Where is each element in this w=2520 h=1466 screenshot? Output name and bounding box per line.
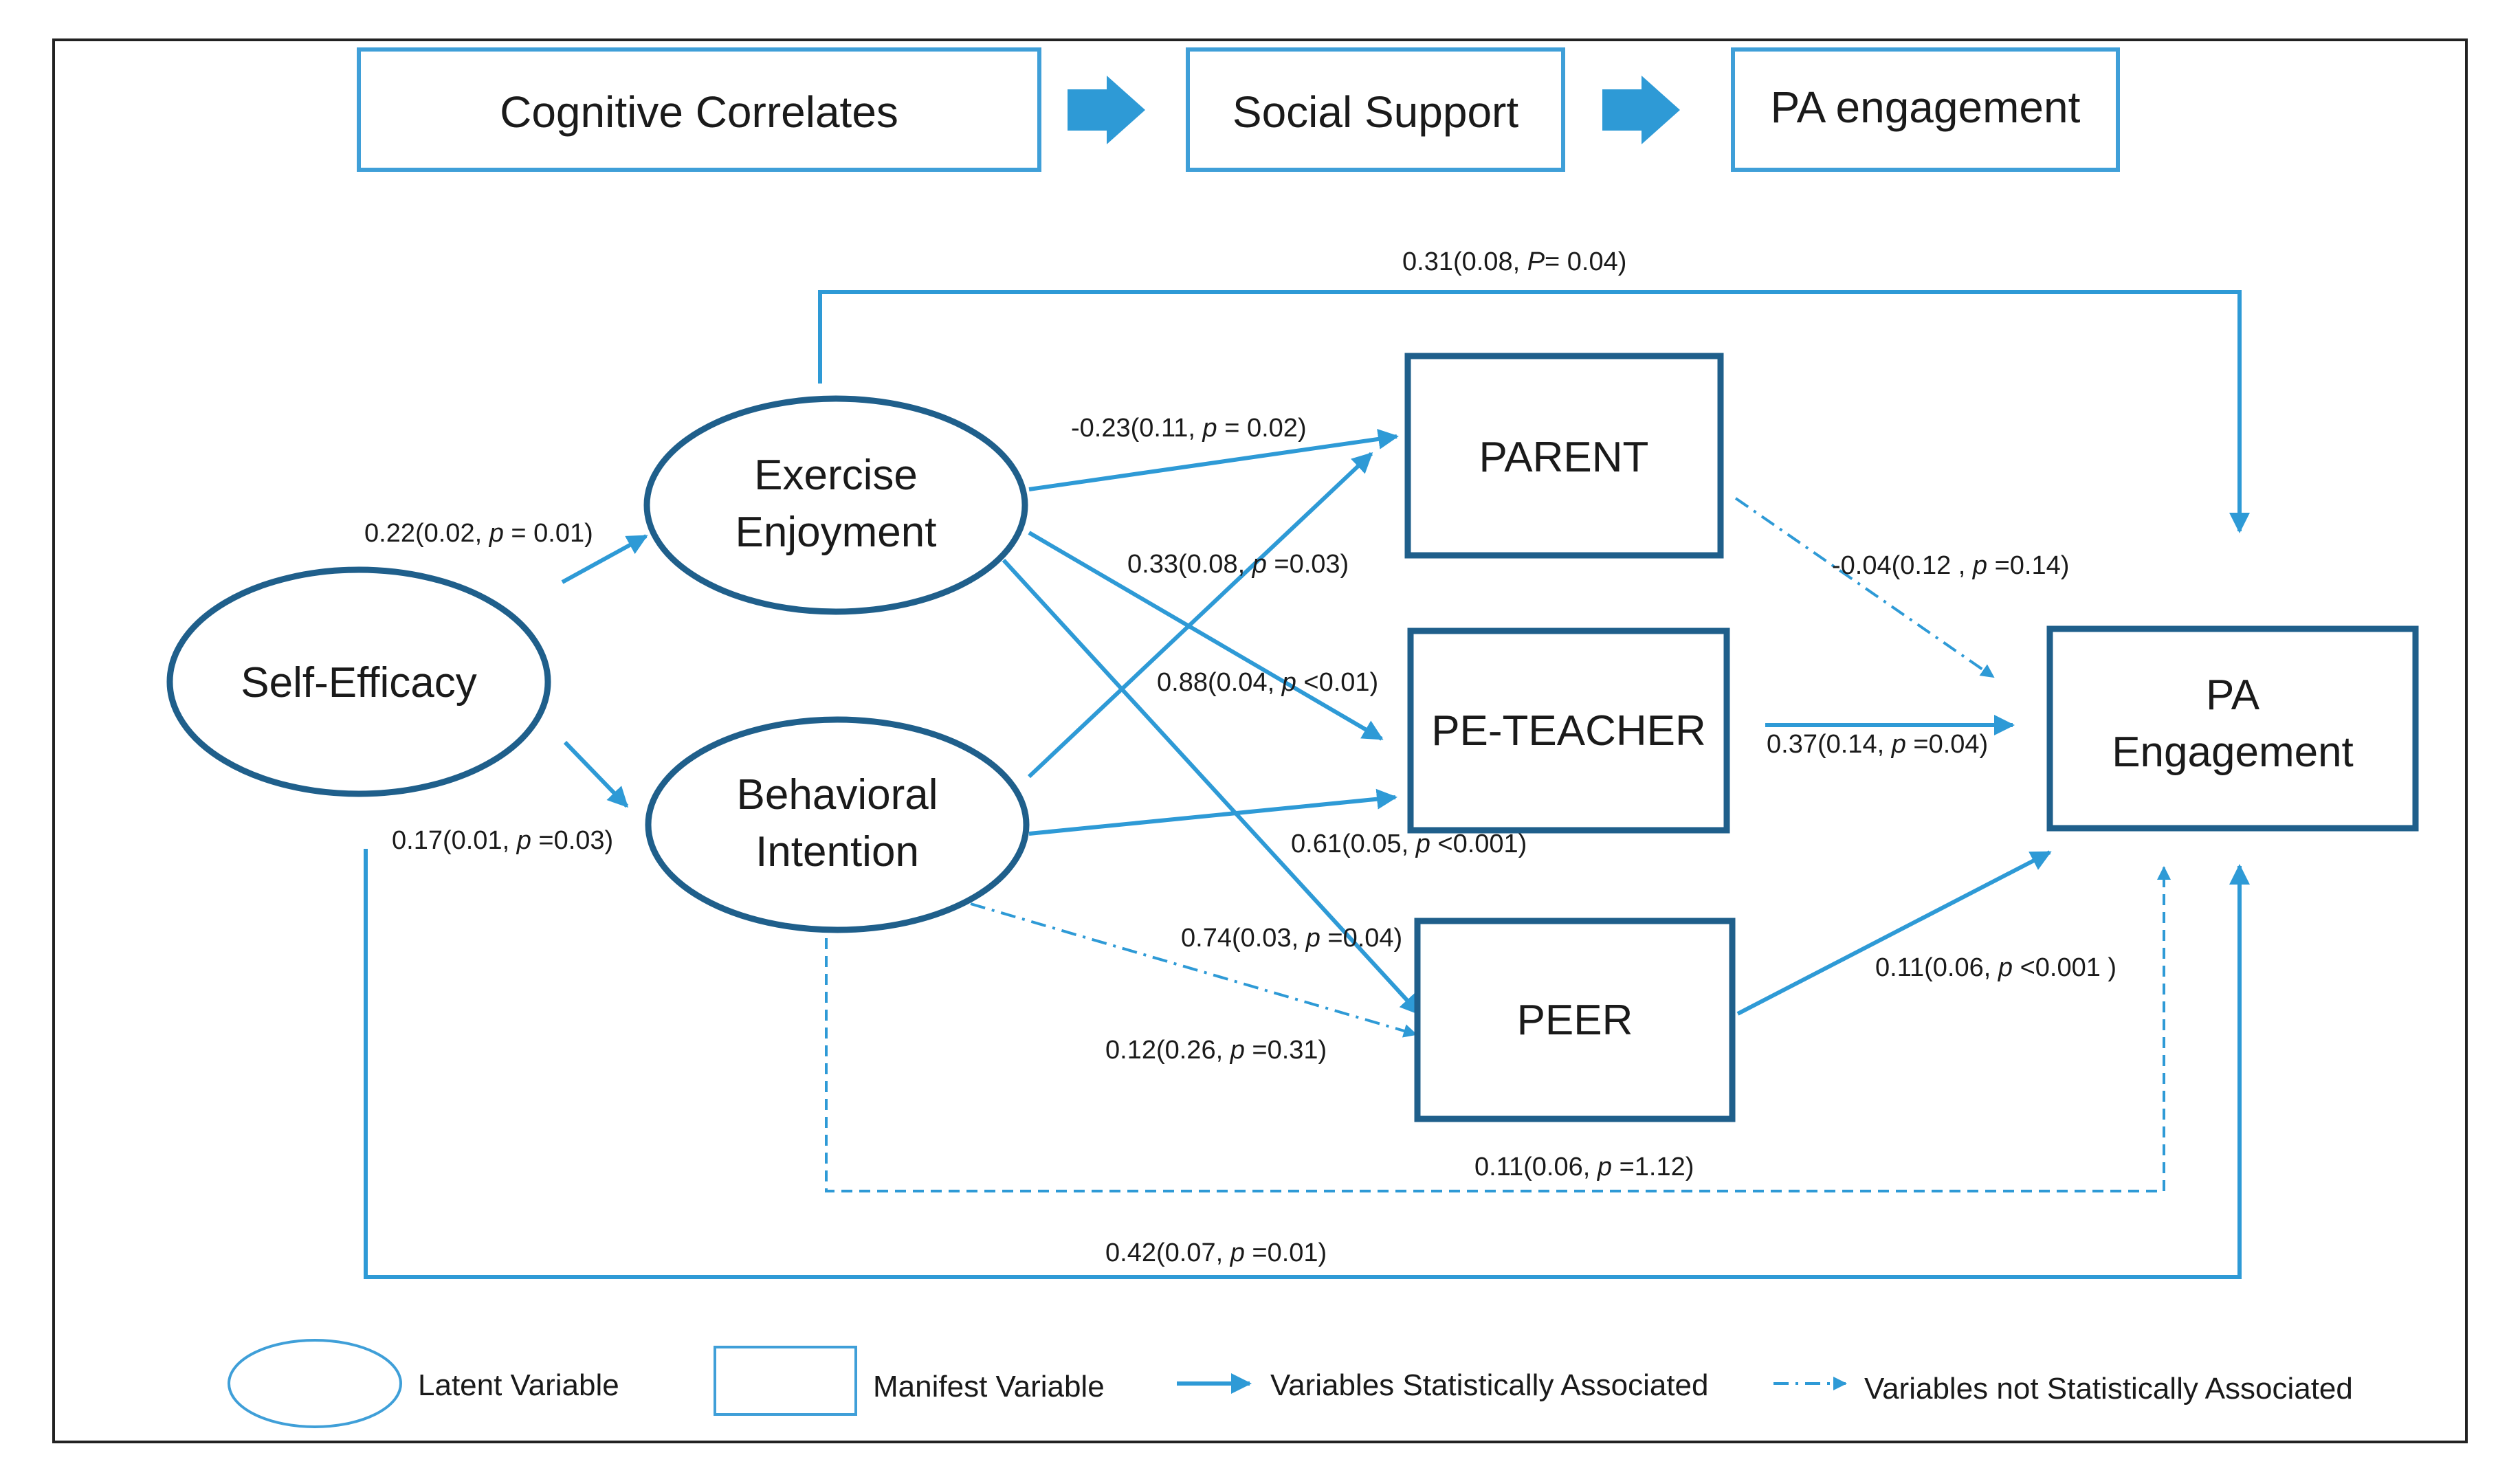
edge-bi-peer [970,902,1417,1038]
node-pe-teacher-label: PE-TEACHER [1431,707,1706,755]
edge-bi-pa [825,866,2171,1192]
edges-not-significant [825,497,2171,1192]
edge-ee-pa [818,290,2250,533]
stage-social-label: Social Support [1233,87,1518,137]
node-pa-engagement-line2: Engagement [2112,729,2354,776]
diagram-frame [52,38,2468,1443]
node-pa-engagement: PA Engagement [2046,625,2419,832]
edge-ee-parent [1028,428,1399,491]
edge-label-ee-pa: 0.31(0.08, P= 0.04) [1402,247,1626,276]
legend-latent-label: Latent Variable [418,1368,619,1402]
stage-pa-label: PA engagement [1771,82,2081,132]
stage-pa-engagement: PA engagement [1731,47,2120,172]
edge-label-bi-pet: 0.61(0.05, p <0.001) [1291,830,1527,858]
edge-label-se-bi: 0.17(0.01, p =0.03) [392,826,613,855]
node-behavioral-intention: Behavioral Intention [645,716,1030,933]
edge-label-pet-pa: 0.37(0.14, p =0.04) [1767,730,1988,759]
legend-latent-symbol [228,1339,402,1428]
node-parent: PARENT [1404,353,1724,559]
node-exercise-enjoyment: Exercise Enjoyment [643,395,1028,615]
node-exercise-enjoyment-line2: Enjoyment [736,509,937,556]
edge-peer-pa [1736,850,2052,1016]
edge-labels: 0.22(0.02, p = 0.01) 0.17(0.01, p =0.03)… [364,247,2116,1267]
legend-associated-label: Variables Statistically Associated [1270,1368,1708,1402]
node-self-efficacy-label: Self-Efficacy [241,659,476,707]
edge-bi-pet [1028,788,1397,836]
edge-label-bi-pa: 0.11(0.06, p =1.12) [1474,1153,1694,1181]
stage-social-support: Social Support [1186,47,1565,172]
edge-label-se-pa: 0.42(0.07, p =0.01) [1105,1239,1327,1267]
edge-ee-pet [1028,531,1384,741]
edge-ee-peer [1002,558,1422,1016]
node-self-efficacy: Self-Efficacy [166,566,551,797]
edge-se-pa [364,849,2250,1279]
legend: Latent Variable Manifest Variable Variab… [228,1339,2353,1428]
edge-label-bi-parent: 0.74(0.03, p =0.04) [1181,924,1402,953]
node-peer-label: PEER [1517,997,1633,1044]
edge-label-bi-peer: 0.12(0.26, p =0.31) [1105,1036,1327,1065]
stage-arrow-icon [1068,76,1145,144]
node-peer: PEER [1414,918,1736,1122]
legend-manifest-symbol [714,1346,857,1416]
node-behavioral-intention-line1: Behavioral [737,771,938,819]
edges-significant [364,290,2250,1279]
node-exercise-enjoyment-line1: Exercise [754,452,918,499]
stage-header: Cognitive Correlates Social Support PA e… [357,47,2120,172]
edge-se-bi [563,740,629,808]
edge-label-ee-peer: 0.88(0.04, p <0.01) [1157,668,1378,697]
edge-label-ee-parent: -0.23(0.11, p = 0.02) [1071,414,1307,443]
node-parent-label: PARENT [1479,434,1649,481]
node-pe-teacher: PE-TEACHER [1407,628,1730,834]
edge-label-se-ee: 0.22(0.02, p = 0.01) [364,519,593,548]
edge-se-ee [561,534,648,584]
edge-label-ee-pet: 0.33(0.08, p =0.03) [1127,550,1349,579]
node-behavioral-intention-line2: Intention [755,828,919,876]
stage-cognitive-correlates: Cognitive Correlates [357,47,1041,172]
edge-label-peer-pa: 0.11(0.06, p <0.001 ) [1875,953,2116,982]
edge-parent-pa [1734,497,1995,678]
node-pa-engagement-line1: PA [2206,671,2260,719]
stage-arrow-icon [1602,76,1680,144]
legend-not-associated-label: Variables not Statistically Associated [1864,1372,2353,1406]
edge-label-parent-pa: -0.04(0.12 , p =0.14) [1832,551,2069,580]
edge-bi-parent [1027,452,1373,779]
legend-manifest-label: Manifest Variable [873,1370,1105,1403]
stage-cognitive-label: Cognitive Correlates [500,87,898,137]
